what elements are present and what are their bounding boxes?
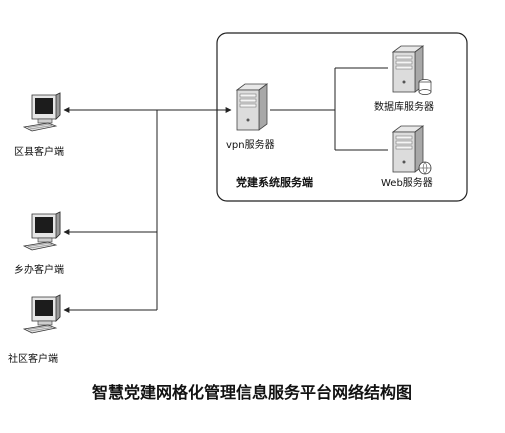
- town-client-label: 乡办客户端: [14, 263, 64, 276]
- server-group-label: 党建系统服务端: [236, 175, 313, 189]
- desktop-computer-icon: [23, 92, 61, 132]
- web-server-label: Web服务器: [381, 176, 433, 189]
- database-server-label: 数据库服务器: [374, 100, 434, 113]
- desktop-computer-icon: [23, 294, 61, 334]
- county-client-label: 区县客户端: [14, 145, 64, 158]
- server-group-frame: [216, 32, 468, 202]
- server-icon: [236, 83, 268, 131]
- web-server-icon: [392, 125, 424, 173]
- vpn-server-node: vpn服务器: [226, 83, 275, 151]
- database-server-node: 数据库服务器: [374, 45, 434, 113]
- vpn-server-label: vpn服务器: [226, 138, 275, 151]
- desktop-computer-icon: [23, 211, 61, 251]
- diagram-title: 智慧党建网格化管理信息服务平台网络结构图: [92, 383, 412, 402]
- community-client-node: 社区客户端: [8, 294, 61, 365]
- database-server-icon: [392, 45, 424, 93]
- town-client-node: 乡办客户端: [14, 211, 64, 276]
- community-client-label: 社区客户端: [8, 352, 58, 365]
- county-client-node: 区县客户端: [14, 92, 64, 158]
- web-server-node: Web服务器: [381, 125, 433, 189]
